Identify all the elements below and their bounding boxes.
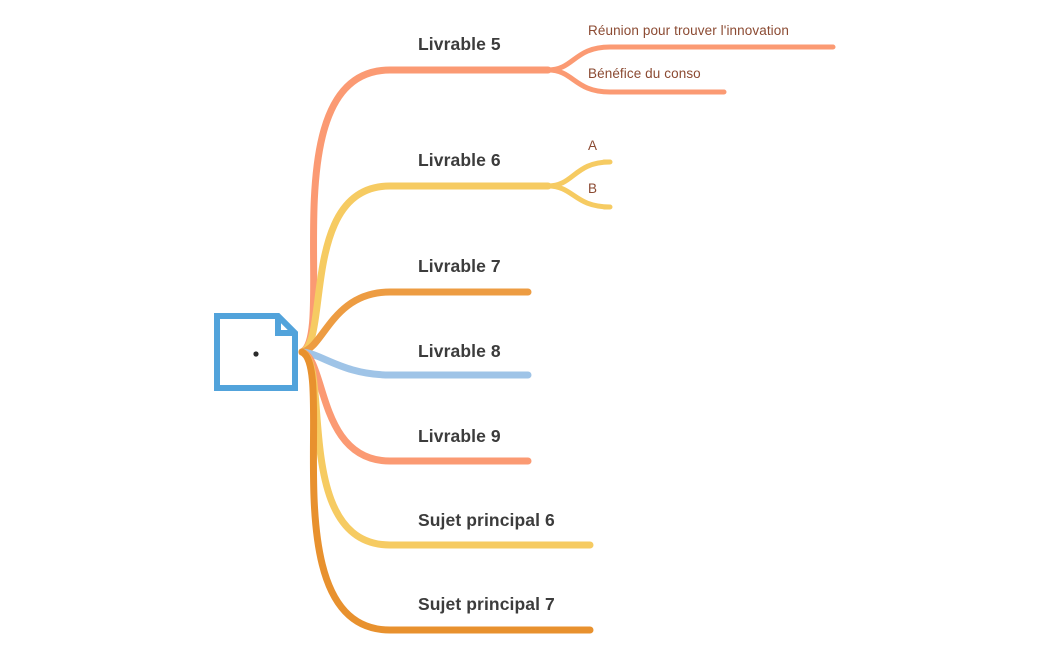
sub-branch-label-reunion-pour-trouver-l-innovation[interactable]: Réunion pour trouver l'innovation (588, 23, 790, 38)
branch-line-livrable-7[interactable] (298, 288, 532, 356)
branch-paths-group (298, 44, 836, 634)
sub-branch-label-benefice-du-conso[interactable]: Bénéfice du conso (588, 66, 701, 81)
document-fold-icon (275, 316, 295, 336)
sub-branch-label-a[interactable]: A (588, 138, 598, 153)
sub-branch-line-a[interactable] (545, 159, 613, 189)
branch-label-livrable-6[interactable]: Livrable 6 (418, 150, 501, 170)
branch-label-sujet-principal-7[interactable]: Sujet principal 7 (418, 594, 555, 614)
sub-branch-line-b[interactable] (545, 183, 613, 210)
sub-branch-line-benefice-du-conso[interactable] (545, 67, 727, 95)
branch-line-sujet-principal-7[interactable] (298, 348, 594, 634)
center-node-dot (253, 351, 259, 357)
center-node-group[interactable] (214, 313, 298, 391)
branch-label-sujet-principal-6[interactable]: Sujet principal 6 (418, 510, 555, 530)
branch-label-livrable-5[interactable]: Livrable 5 (418, 34, 501, 54)
branch-line-livrable-6[interactable] (298, 182, 552, 356)
branch-label-livrable-9[interactable]: Livrable 9 (418, 426, 501, 446)
sub-branch-label-b[interactable]: B (588, 181, 598, 196)
branch-label-livrable-7[interactable]: Livrable 7 (418, 256, 501, 276)
branch-label-livrable-8[interactable]: Livrable 8 (418, 341, 501, 361)
